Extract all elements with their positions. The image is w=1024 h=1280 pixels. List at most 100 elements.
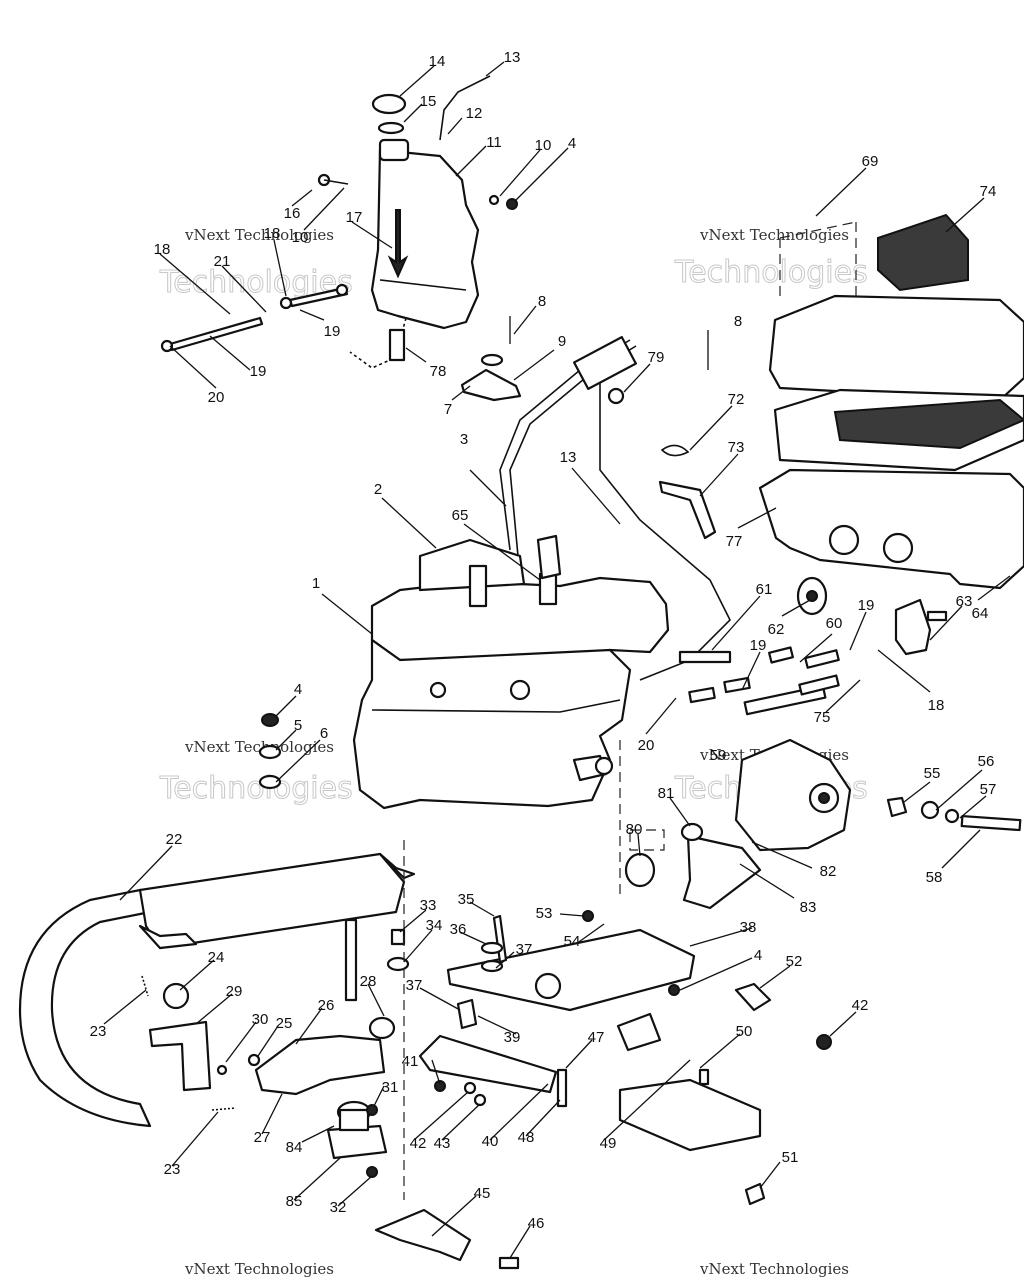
callout-80: 80: [626, 821, 643, 838]
spark-plug-cap: [536, 534, 562, 580]
bracket: [616, 1012, 662, 1052]
callout-5: 5: [294, 717, 302, 734]
spacer: [390, 928, 406, 946]
callout-18: 18: [154, 241, 171, 258]
callout-16: 16: [284, 205, 301, 222]
callout-39: 39: [504, 1029, 521, 1046]
nut: [582, 910, 594, 922]
washer: [473, 1093, 487, 1107]
bumper: [624, 852, 656, 888]
spacer: [886, 796, 908, 818]
tank-cap: [371, 93, 407, 115]
callout-59: 59: [710, 747, 727, 764]
callout-2: 2: [374, 481, 382, 498]
callout-49: 49: [600, 1135, 617, 1152]
callout-83: 83: [800, 899, 817, 916]
oil-tank-assembly: [160, 75, 522, 402]
callout-4: 4: [294, 681, 302, 698]
callout-8: 8: [538, 293, 546, 310]
air-box-cover: [768, 294, 1024, 402]
callout-79: 79: [648, 349, 665, 366]
callout-34: 34: [426, 917, 443, 934]
vent-hose: [439, 75, 491, 141]
callout-13: 13: [560, 449, 577, 466]
engine-head: [370, 576, 670, 662]
callout-40: 40: [482, 1133, 499, 1150]
oil-tank: [370, 148, 480, 330]
muffler-tube: [18, 888, 152, 1128]
washer: [247, 1053, 261, 1067]
callout-50: 50: [736, 1023, 753, 1040]
bushing: [456, 998, 478, 1030]
hose-clamp: [335, 283, 349, 297]
callout-81: 81: [658, 785, 675, 802]
drive-clutch-assembly: [624, 576, 1022, 910]
callout-22: 22: [166, 831, 183, 848]
mount-plate: [446, 928, 696, 1012]
nut: [434, 1080, 446, 1092]
hose: [768, 646, 794, 664]
nut: [506, 198, 518, 210]
callout-37: 37: [406, 977, 423, 994]
intake-stud: [468, 564, 488, 608]
block-boss: [509, 679, 531, 701]
washer: [258, 744, 282, 760]
muffler-bracket-plate: [148, 1020, 212, 1092]
callout-63: 63: [956, 593, 973, 610]
callout-14: 14: [429, 53, 446, 70]
air-box-port: [882, 532, 914, 564]
callout-12: 12: [466, 105, 483, 122]
lower-bolt: [744, 1182, 766, 1206]
callout-33: 33: [420, 897, 437, 914]
callout-53: 53: [536, 905, 553, 922]
block-boss: [429, 681, 447, 699]
callout-25: 25: [276, 1015, 293, 1032]
grommet: [386, 956, 410, 972]
callout-18: 18: [928, 697, 945, 714]
callout-57: 57: [980, 781, 997, 798]
clip: [607, 387, 625, 405]
bolt: [698, 1068, 710, 1086]
callout-10: 10: [535, 137, 552, 154]
callout-29: 29: [226, 983, 243, 1000]
grommet: [480, 353, 504, 367]
watermark-large: Technologies: [159, 771, 353, 806]
callout-leaders: [103, 61, 1011, 1259]
washer: [480, 941, 504, 955]
spacer-bushing: [734, 982, 772, 1012]
callout-30: 30: [252, 1011, 269, 1028]
watermark-text: vNext Technologies: [699, 1260, 849, 1278]
nut: [668, 984, 680, 996]
callout-85: 85: [286, 1193, 303, 1210]
callout-8: 8: [734, 313, 742, 330]
foam-block: [877, 213, 969, 292]
callout-9: 9: [558, 333, 566, 350]
callout-19: 19: [750, 637, 767, 654]
bracket-outline: [629, 829, 665, 851]
grommet: [680, 822, 704, 842]
stud: [556, 1068, 568, 1108]
hose-clamp: [279, 296, 293, 310]
callout-52: 52: [786, 953, 803, 970]
fuel-pump: [894, 598, 932, 656]
fuel-pump-fitting: [926, 610, 948, 622]
callout-11: 11: [486, 134, 502, 151]
drive-clutch: [734, 738, 852, 852]
callout-55: 55: [924, 765, 941, 782]
callout-43: 43: [434, 1135, 451, 1152]
mount-bracket: [658, 480, 717, 540]
callout-42: 42: [852, 997, 869, 1014]
callout-77: 77: [726, 533, 743, 550]
callout-21: 21: [214, 253, 231, 270]
callout-48: 48: [518, 1129, 535, 1146]
nut: [816, 1034, 832, 1050]
callout-38: 38: [740, 919, 757, 936]
callout-56: 56: [978, 753, 995, 770]
exhaust-assembly: [18, 852, 416, 1178]
muffler-bracket: [138, 924, 198, 950]
callout-75: 75: [814, 709, 831, 726]
callout-24: 24: [208, 949, 225, 966]
hose: [678, 650, 732, 664]
callout-13: 13: [504, 49, 521, 66]
